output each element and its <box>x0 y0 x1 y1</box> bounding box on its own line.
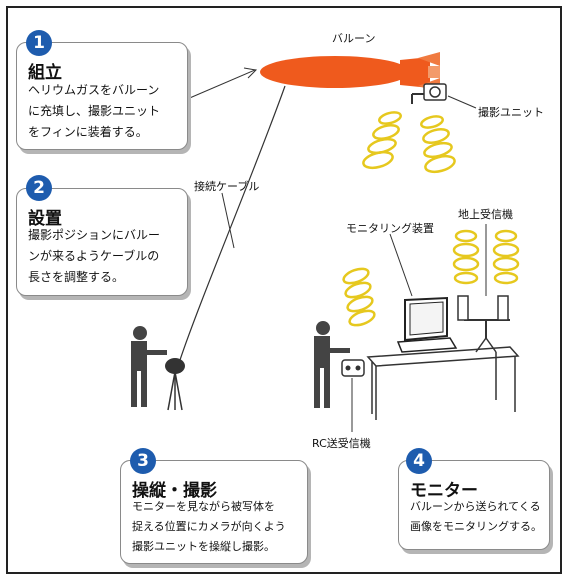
step-3-number: 3 <box>130 448 156 474</box>
step-1-line-3: をフィンに装着する。 <box>28 125 148 139</box>
arrow-step1 <box>184 69 256 101</box>
step-3-line-2: 捉える位置にカメラが向くよう <box>132 520 286 533</box>
balloon-shape <box>260 52 440 92</box>
signal-rings-balloon <box>362 111 456 174</box>
step-1-card <box>16 42 188 150</box>
cable-label: 接続ケーブル <box>194 180 260 193</box>
ground-receiver-label: 地上受信機 <box>458 208 513 221</box>
step-4-title: モニター <box>410 481 478 501</box>
step-2-line-3: 長さを調整する。 <box>28 270 125 284</box>
balloon-label: バルーン <box>332 32 376 45</box>
step-2-line-2: ンが来るようケーブルの <box>28 249 160 263</box>
cable-line <box>179 85 286 361</box>
laptop-shape <box>396 296 458 353</box>
camera-unit-shape <box>411 83 447 104</box>
monitor-label: モニタリング装置 <box>346 222 434 235</box>
step-4-desc: バルーンから送られてくる 画像をモニタリングする。 <box>410 497 542 537</box>
step-4-card <box>398 460 550 550</box>
step-3-card <box>120 460 308 564</box>
table-shape <box>366 346 520 420</box>
step-2-desc: 撮影ポジションにバルー ンが来るようケーブルの 長さを調整する。 <box>28 225 160 288</box>
step-2-number: 2 <box>26 175 52 201</box>
step-2-card <box>16 188 188 296</box>
step-4-number: 4 <box>406 448 432 474</box>
step-2-line-1: 撮影ポジションにバルー <box>28 228 161 242</box>
signal-rings-ground <box>342 229 520 327</box>
rc-transceiver-label: RC送受信機 <box>312 437 371 450</box>
step-3-title: 操縦・撮影 <box>132 481 217 501</box>
operator-figure-right <box>314 321 365 408</box>
step-1-desc: ヘリウムガスをバルーン に充填し、撮影ユニット をフィンに装着する。 <box>28 80 160 143</box>
step-1-line-1: ヘリウムガスをバルーン <box>28 83 160 97</box>
camera-unit-label: 撮影ユニット <box>478 106 544 119</box>
step-2-title: 設置 <box>28 209 62 229</box>
step-1-title: 組立 <box>28 63 62 83</box>
step-4-line-2: 画像をモニタリングする。 <box>410 520 542 533</box>
step-3-line-1: モニターを見ながら被写体を <box>132 500 275 513</box>
step-4-line-1: バルーンから送られてくる <box>410 500 541 513</box>
operator-figure-left <box>131 326 185 411</box>
step-3-desc: モニターを見ながら被写体を 捉える位置にカメラが向くよう 撮影ユニットを操縦し撮… <box>132 497 286 557</box>
step-3-line-3: 撮影ユニットを操縦し撮影。 <box>132 540 275 553</box>
step-1-number: 1 <box>26 30 52 56</box>
ground-receiver-shape <box>457 295 510 353</box>
step-1-line-2: に充填し、撮影ユニット <box>28 104 161 118</box>
